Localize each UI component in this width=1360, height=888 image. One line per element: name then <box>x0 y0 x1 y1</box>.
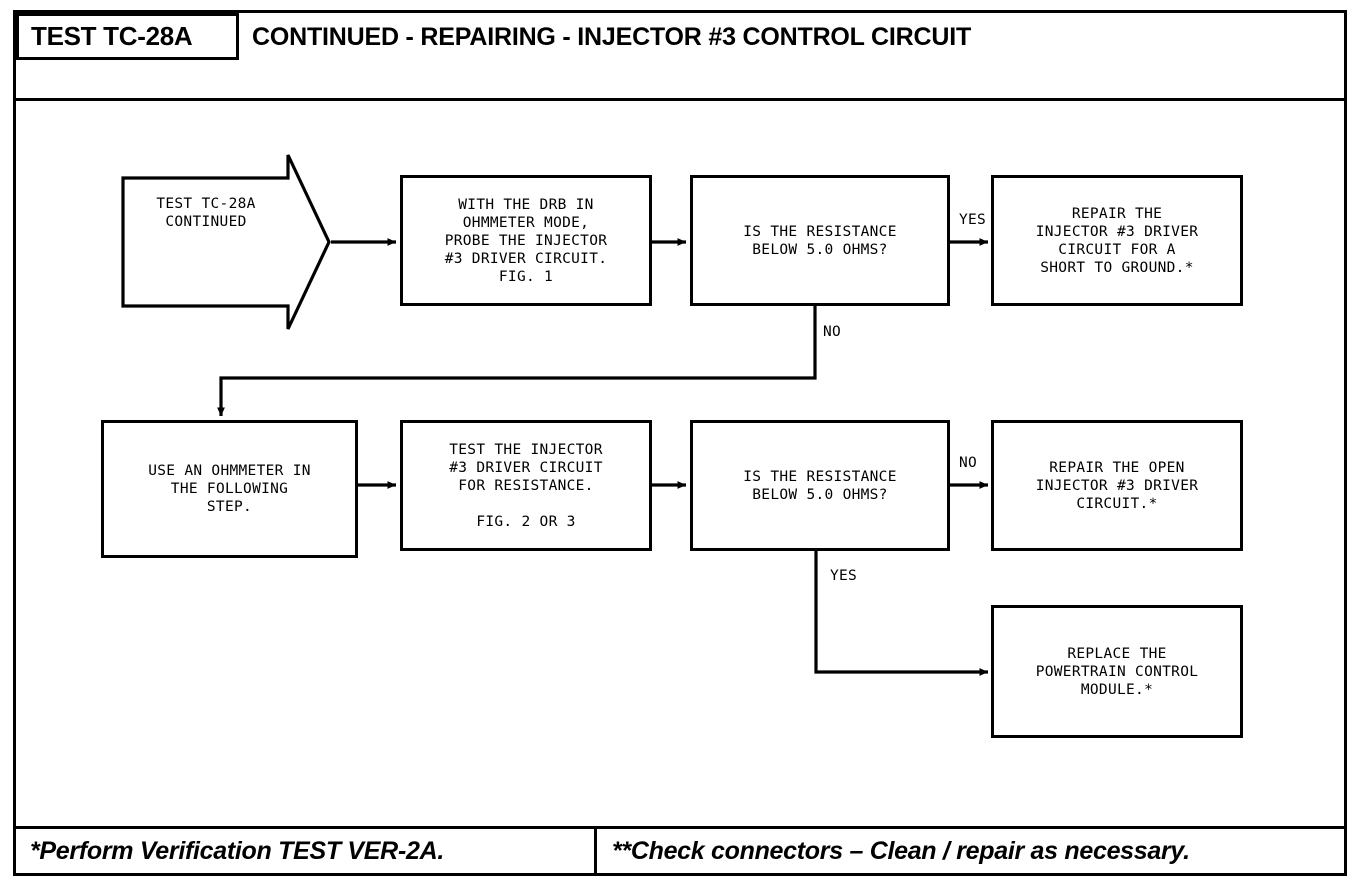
test-id-badge: TEST TC-28A <box>16 13 239 60</box>
node-decision-resistance-1-label: IS THE RESISTANCE BELOW 5.0 OHMS? <box>743 223 897 258</box>
node-test-resistance-label: TEST THE INJECTOR #3 DRIVER CIRCUIT FOR … <box>449 441 603 530</box>
edge-label-no-2: NO <box>959 455 978 471</box>
node-replace-pcm: REPLACE THE POWERTRAIN CONTROL MODULE.* <box>991 605 1243 738</box>
footer-note-right: **Check connectors – Clean / repair as n… <box>612 836 1190 865</box>
edge-label-yes-2: YES <box>830 568 858 584</box>
edge-label-no-1: NO <box>823 324 842 340</box>
node-use-ohmmeter-label: USE AN OHMMETER IN THE FOLLOWING STEP. <box>148 463 311 515</box>
node-decision-resistance-2: IS THE RESISTANCE BELOW 5.0 OHMS? <box>690 420 950 551</box>
node-repair-short-to-ground: REPAIR THE INJECTOR #3 DRIVER CIRCUIT FO… <box>991 175 1243 306</box>
header-band <box>13 10 1347 101</box>
node-decision-resistance-1: IS THE RESISTANCE BELOW 5.0 OHMS? <box>690 175 950 306</box>
node-repair-open-circuit: REPAIR THE OPEN INJECTOR #3 DRIVER CIRCU… <box>991 420 1243 551</box>
node-probe-injector-label: WITH THE DRB IN OHMMETER MODE, PROBE THE… <box>444 196 608 285</box>
node-decision-resistance-2-label: IS THE RESISTANCE BELOW 5.0 OHMS? <box>743 468 897 503</box>
page-border <box>13 10 1347 876</box>
node-replace-pcm-label: REPLACE THE POWERTRAIN CONTROL MODULE.* <box>1035 645 1199 698</box>
node-start: TEST TC-28A CONTINUED <box>120 152 332 332</box>
node-probe-injector: WITH THE DRB IN OHMMETER MODE, PROBE THE… <box>400 175 652 306</box>
node-repair-short-to-ground-label: REPAIR THE INJECTOR #3 DRIVER CIRCUIT FO… <box>1035 205 1199 276</box>
node-repair-open-circuit-label: REPAIR THE OPEN INJECTOR #3 DRIVER CIRCU… <box>1035 459 1199 512</box>
node-test-resistance: TEST THE INJECTOR #3 DRIVER CIRCUIT FOR … <box>400 420 652 551</box>
footer-band <box>13 826 1347 876</box>
test-id-label: TEST TC-28A <box>31 21 193 51</box>
node-use-ohmmeter: USE AN OHMMETER IN THE FOLLOWING STEP. <box>101 420 358 558</box>
edge-label-yes-1: YES <box>959 212 987 228</box>
footer-divider <box>594 828 597 874</box>
footer-note-left: *Perform Verification TEST VER-2A. <box>30 836 444 865</box>
node-start-label: TEST TC-28A CONTINUED <box>156 196 256 230</box>
page-title: CONTINUED - REPAIRING - INJECTOR #3 CONT… <box>252 22 972 51</box>
arrow-shape <box>121 154 331 330</box>
